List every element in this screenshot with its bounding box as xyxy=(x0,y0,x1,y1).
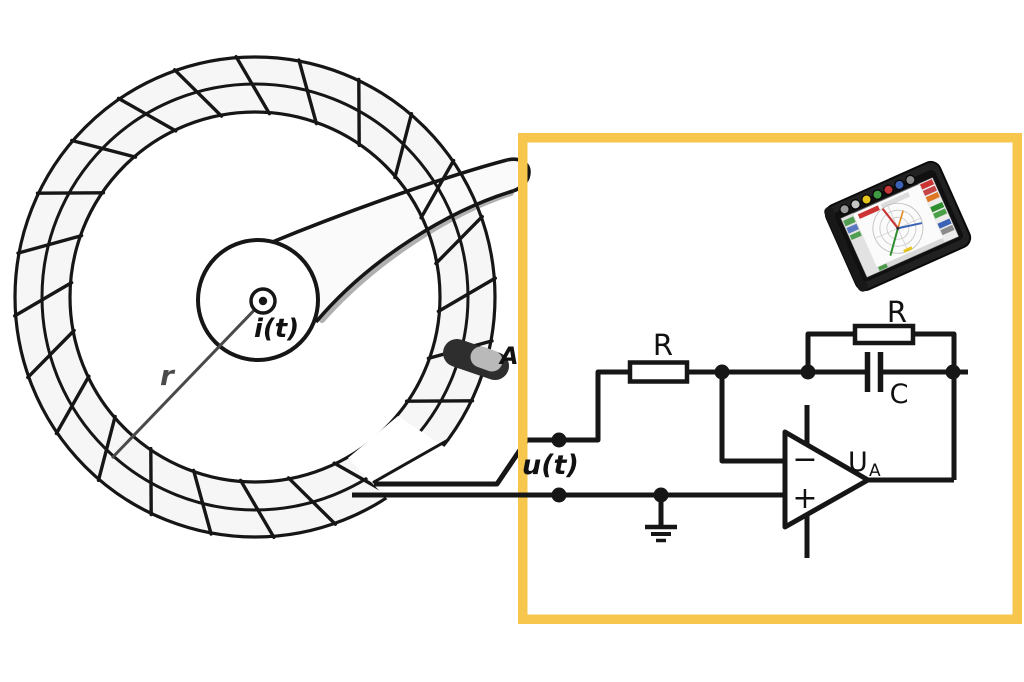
screen-row-orange xyxy=(925,191,940,203)
connector-gray-2 xyxy=(850,199,861,210)
current-direction-dot xyxy=(258,296,268,306)
feedback-resistor-label: R xyxy=(887,295,907,329)
screen-menu-chip-green2 xyxy=(849,231,862,241)
coil-winding-turn xyxy=(69,138,138,159)
coil-winding-turn xyxy=(172,68,224,118)
coil-winding-turn xyxy=(434,214,484,266)
coil-taper-edge xyxy=(372,438,450,484)
power-analyzer-photo xyxy=(824,160,972,292)
radius-line xyxy=(110,299,265,460)
feedback-resistor xyxy=(852,323,916,346)
coil-winding-turn xyxy=(96,414,117,482)
junction-dot-output xyxy=(945,364,961,380)
coil-mid-line xyxy=(40,82,470,512)
junction-dot-ground xyxy=(653,487,669,503)
screen-status-chip xyxy=(878,263,888,271)
coil-winding-turn xyxy=(26,328,76,380)
coil-outer-edge xyxy=(13,55,497,539)
current-label: i(t) xyxy=(254,314,299,344)
coil-section-marker xyxy=(443,339,509,380)
screen-header-red xyxy=(857,205,880,219)
screen-header-gray xyxy=(880,191,911,209)
coil-winding-turn xyxy=(191,468,213,536)
conductor-top-edge xyxy=(269,158,508,245)
connector-blue xyxy=(894,179,905,191)
terminal-dot-upper xyxy=(551,432,567,448)
device-left-edge xyxy=(824,206,868,292)
screen-row-red1 xyxy=(920,179,935,190)
coil-section-label: A xyxy=(498,342,519,370)
screen-menu-chip-green xyxy=(843,216,856,227)
input-resistor xyxy=(627,360,690,384)
coil-winding-turn xyxy=(54,374,91,436)
coil-winding-turn xyxy=(436,276,497,314)
wire-inverting-input xyxy=(719,372,783,464)
input-resistor-label: R xyxy=(653,328,673,362)
coil-winding-turn xyxy=(12,280,74,318)
coil-voltage-label: u(t) xyxy=(522,450,579,481)
screen-menu-chip-blue xyxy=(846,223,859,234)
coil-winding-turn xyxy=(393,111,414,180)
device-connectors xyxy=(839,174,916,215)
screen-row-green1 xyxy=(930,202,945,213)
screen-row-red2 xyxy=(922,185,937,196)
coil-winding-turn xyxy=(16,233,84,255)
coil-winding-turn xyxy=(234,55,272,116)
junction-dot-feedback xyxy=(800,364,816,380)
coil-winding-turn xyxy=(419,158,456,220)
coil-winding-turn xyxy=(286,476,338,526)
screen-row-green2 xyxy=(933,208,948,219)
capacitor-label: C xyxy=(890,379,909,410)
coil-band xyxy=(13,55,497,539)
coil-winding-turn xyxy=(297,58,319,126)
phasor-origin-dot xyxy=(896,226,900,230)
connector-gray-1 xyxy=(839,204,850,215)
screen-status-bar xyxy=(876,237,945,272)
screen-row-blue xyxy=(937,218,952,229)
connector-gray-3 xyxy=(905,174,916,186)
phasor-vector-red xyxy=(881,208,899,229)
connector-red xyxy=(883,184,894,195)
coil-inner-edge xyxy=(68,110,442,484)
screen-logo xyxy=(903,246,913,253)
connector-yellow xyxy=(861,194,872,205)
terminal-dot-lower xyxy=(551,487,567,503)
screen-row-gray xyxy=(940,224,955,236)
junction-dot-input xyxy=(714,364,730,380)
coil-winding-turn xyxy=(116,96,178,133)
phasor-diagram xyxy=(872,202,924,256)
phasor-vector-orange xyxy=(897,210,904,229)
highlight-box xyxy=(518,133,1022,624)
phasor-vector-blue xyxy=(897,222,923,230)
connector-green xyxy=(872,189,883,200)
coil-section-highlight xyxy=(470,346,503,372)
wire-feedback-right xyxy=(912,331,957,480)
integrator-circuit: u(t) R R C U A − + xyxy=(352,295,968,558)
radius-label: r xyxy=(160,359,176,392)
coil-winding-turn xyxy=(238,478,276,539)
output-voltage-subscript: A xyxy=(869,461,881,481)
opamp-plus-sign: + xyxy=(792,481,817,516)
phasor-vector-green xyxy=(889,227,899,256)
output-voltage-label: U xyxy=(848,447,868,478)
opamp-minus-sign: − xyxy=(792,442,817,477)
wire-feedback-left xyxy=(805,331,856,372)
opamp-triangle xyxy=(782,429,871,530)
conductor-bottom-edge xyxy=(314,189,514,324)
conductor-body xyxy=(270,159,529,322)
